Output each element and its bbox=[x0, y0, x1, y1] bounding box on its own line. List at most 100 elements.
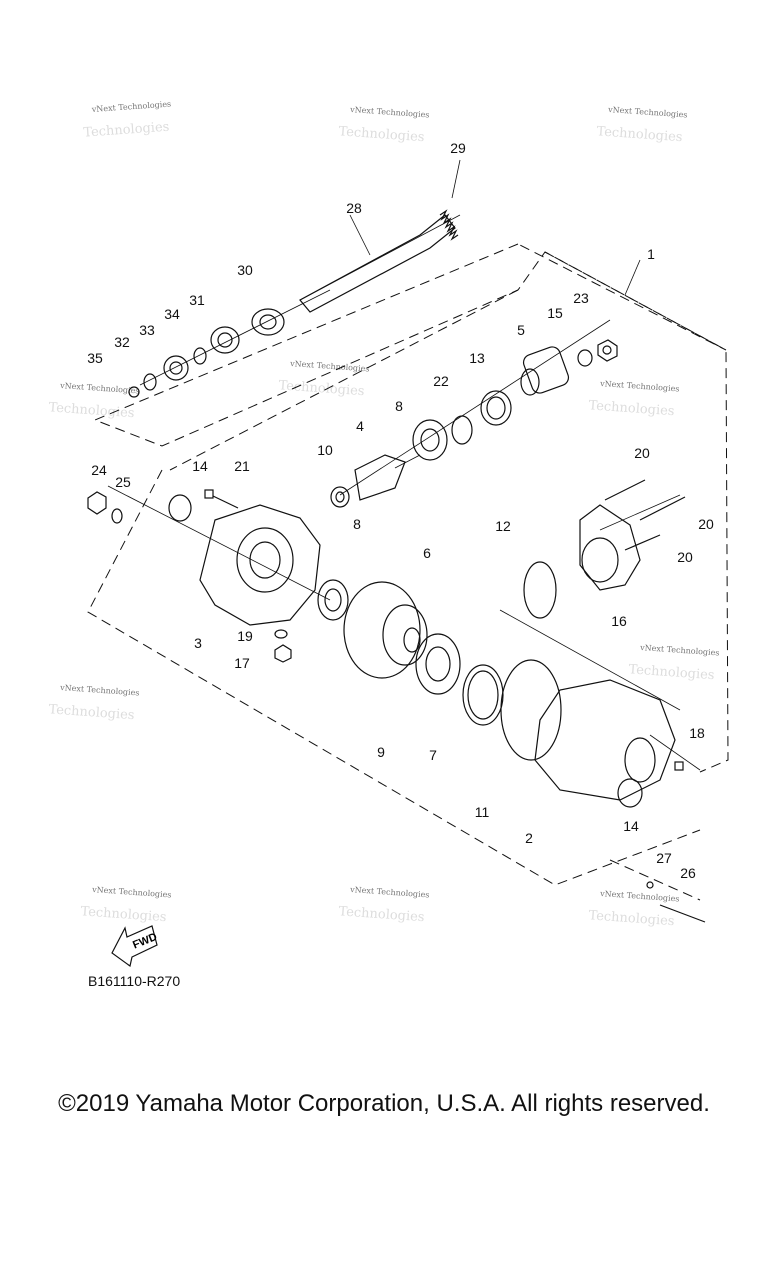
oil-seal-13 bbox=[480, 390, 512, 426]
oil-seal-14-lower bbox=[617, 778, 643, 808]
callout-13: 13 bbox=[469, 350, 485, 366]
svg-text:Technologies: Technologies bbox=[80, 904, 167, 925]
svg-text:Technologies: Technologies bbox=[588, 908, 675, 929]
svg-text:Technologies: Technologies bbox=[83, 120, 170, 141]
callout-22: 22 bbox=[433, 373, 449, 389]
callout-29: 29 bbox=[450, 140, 466, 156]
callout-4: 4 bbox=[356, 418, 364, 434]
fwd-arrow-icon: FWD bbox=[111, 925, 159, 968]
bearing-10 bbox=[330, 486, 350, 508]
o-ring-12 bbox=[523, 561, 557, 619]
watermark-text: vNext Technologies bbox=[349, 105, 430, 120]
callout-15: 15 bbox=[547, 305, 563, 321]
clip-32 bbox=[143, 373, 157, 391]
callout-17: 17 bbox=[234, 655, 250, 671]
callout-11: 11 bbox=[475, 804, 490, 820]
leader-lines bbox=[107, 159, 701, 771]
watermark-text: vNext Technologies bbox=[607, 105, 688, 120]
pinion-gear-4 bbox=[354, 454, 421, 501]
callout-18: 18 bbox=[689, 725, 705, 741]
watermark-text: vNext Technologies bbox=[349, 885, 430, 900]
callout-14: 14 bbox=[192, 458, 208, 474]
svg-text:Technologies: Technologies bbox=[596, 124, 683, 145]
callout-32: 32 bbox=[114, 334, 130, 350]
callout-20: 20 bbox=[698, 516, 714, 532]
watermark-text: vNext Technologies bbox=[59, 683, 140, 698]
watermark-text: vNext Technologies bbox=[639, 643, 720, 658]
circlip-22 bbox=[451, 415, 473, 445]
bolt-21 bbox=[204, 489, 239, 509]
watermark-text: vNext Technologies bbox=[289, 359, 370, 374]
pin-26 bbox=[659, 904, 706, 923]
watermark-text: vNext Technologies bbox=[59, 381, 140, 396]
spring-29 bbox=[439, 209, 459, 241]
callout-12: 12 bbox=[495, 518, 511, 534]
bolts-20 bbox=[604, 479, 686, 551]
assembly-outlines bbox=[87, 243, 729, 901]
callout-24: 24 bbox=[91, 462, 107, 478]
callout-30: 30 bbox=[237, 262, 253, 278]
plug-35 bbox=[128, 386, 140, 398]
callout-6: 6 bbox=[423, 545, 431, 561]
callout-31: 31 bbox=[189, 292, 205, 308]
callout-14: 14 bbox=[623, 818, 639, 834]
callout-28: 28 bbox=[346, 200, 362, 216]
oil-seal-14 bbox=[168, 494, 192, 522]
washer-19 bbox=[274, 629, 288, 639]
watermark-text: vNext Technologies bbox=[599, 379, 680, 394]
callout-1: 1 bbox=[647, 246, 655, 262]
drive-shaft-28 bbox=[299, 214, 456, 313]
bearing-30 bbox=[251, 308, 285, 336]
callout-3: 3 bbox=[194, 635, 202, 651]
callout-9: 9 bbox=[377, 744, 385, 760]
watermark-text: vNext Technologies bbox=[91, 885, 172, 900]
watermark-text: vNext Technologies bbox=[599, 889, 680, 904]
differential-6 bbox=[343, 581, 428, 679]
svg-text:Technologies: Technologies bbox=[48, 702, 135, 723]
actuator-16 bbox=[579, 504, 641, 591]
callout-26: 26 bbox=[680, 865, 696, 881]
nut-24 bbox=[87, 491, 107, 515]
svg-text:Technologies: Technologies bbox=[588, 398, 675, 419]
callout-23: 23 bbox=[573, 290, 589, 306]
callout-20: 20 bbox=[634, 445, 650, 461]
callout-10: 10 bbox=[317, 442, 333, 458]
callout-7: 7 bbox=[429, 747, 437, 763]
collar-31 bbox=[210, 326, 240, 354]
svg-text:Technologies: Technologies bbox=[338, 124, 425, 145]
bearing-8-upper bbox=[412, 419, 448, 461]
diagram-code: B161110-R270 bbox=[88, 973, 181, 989]
callout-8: 8 bbox=[395, 398, 403, 414]
svg-text:Technologies: Technologies bbox=[48, 400, 135, 421]
callout-33: 33 bbox=[139, 322, 155, 338]
callout-19: 19 bbox=[237, 628, 253, 644]
o-ring-11 bbox=[500, 659, 562, 761]
callout-25: 25 bbox=[115, 474, 131, 490]
housing-2 bbox=[534, 679, 676, 801]
callout-8: 8 bbox=[353, 516, 361, 532]
svg-text:Technologies: Technologies bbox=[338, 904, 425, 925]
bearing-9 bbox=[415, 633, 461, 695]
watermark-text: vNext Technologies bbox=[91, 99, 172, 114]
svg-text:Technologies: Technologies bbox=[628, 662, 715, 683]
ring-34 bbox=[193, 347, 207, 365]
copyright-notice: ©2019 Yamaha Motor Corporation, U.S.A. A… bbox=[58, 1090, 710, 1117]
plug-17 bbox=[274, 644, 292, 663]
callout-5: 5 bbox=[517, 322, 525, 338]
callout-34: 34 bbox=[164, 306, 180, 322]
callout-2: 2 bbox=[525, 830, 533, 846]
callout-21: 21 bbox=[234, 458, 250, 474]
pin-18 bbox=[674, 761, 684, 771]
shim-7 bbox=[462, 664, 504, 726]
callouts: 29 28 30 31 34 33 32 35 1 23 15 5 13 22 … bbox=[87, 140, 714, 881]
callout-35: 35 bbox=[87, 350, 103, 366]
svg-text:Technologies: Technologies bbox=[278, 378, 365, 399]
clip-27 bbox=[646, 881, 654, 889]
coupling-5 bbox=[520, 346, 570, 396]
bearing-33 bbox=[163, 355, 189, 381]
housing-3 bbox=[199, 504, 321, 626]
washer-25 bbox=[111, 508, 123, 524]
callout-16: 16 bbox=[611, 613, 627, 629]
